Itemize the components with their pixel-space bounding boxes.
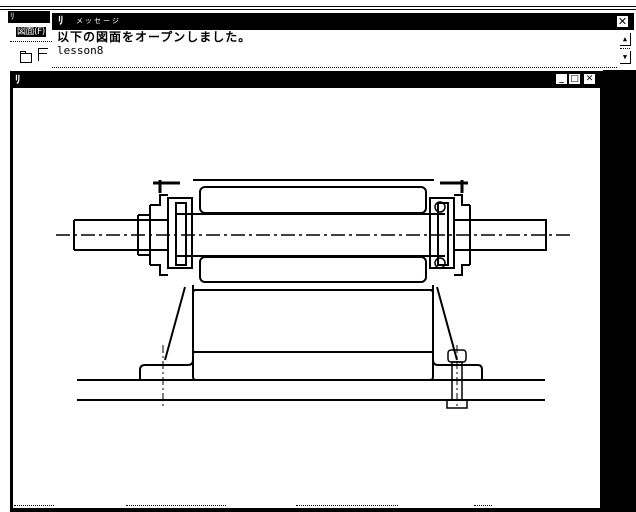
app-system-menu[interactable] — [8, 11, 50, 23]
status-bar — [14, 505, 54, 507]
minimize-button[interactable]: _ — [556, 74, 567, 84]
scroll-down-button[interactable]: ▼ — [620, 51, 631, 64]
scrollbar-track[interactable] — [620, 48, 630, 49]
drawing-canvas[interactable] — [13, 88, 600, 508]
open-folder-icon[interactable] — [38, 48, 48, 61]
new-file-icon[interactable] — [20, 51, 32, 63]
desktop-background — [603, 70, 636, 512]
status-bar — [126, 505, 226, 507]
app-icon: ﾘ — [15, 73, 21, 86]
message-window-title: メッセージ — [76, 17, 121, 25]
menu-drawing[interactable]: 図面(F) — [16, 27, 46, 37]
close-button[interactable]: ✕ — [584, 74, 595, 84]
status-bar — [296, 505, 398, 507]
message-text: 以下の図面をオープンしました。 — [57, 30, 252, 44]
status-bar — [474, 505, 492, 507]
scroll-up-button[interactable]: ▲ — [620, 33, 631, 46]
app-icon: ﾘ — [58, 14, 64, 27]
menu-bar-border — [10, 41, 52, 42]
message-window-titlebar[interactable] — [52, 13, 634, 30]
app-icon: ﾘ — [10, 12, 15, 22]
frame-line — [0, 6, 636, 7]
cad-drawing[interactable] — [13, 88, 600, 508]
message-close-button[interactable]: ✕ — [617, 15, 628, 28]
maximize-button[interactable]: □ — [569, 74, 580, 84]
message-filename: lesson8 — [57, 44, 104, 57]
message-window-border — [52, 67, 617, 68]
frame-line — [0, 9, 636, 10]
